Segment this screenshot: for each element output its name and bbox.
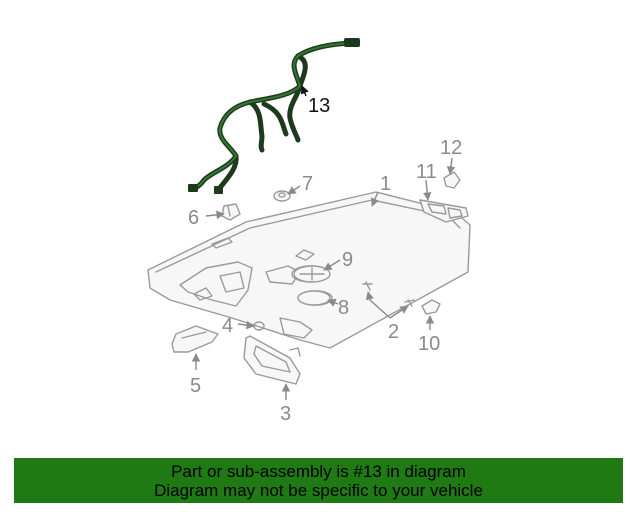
callout-3: 3 [280, 403, 291, 425]
callout-4: 4 [222, 315, 233, 337]
leader-lines [191, 85, 456, 400]
sun-visor-part-3[interactable] [243, 335, 301, 385]
clip-part-2[interactable] [362, 281, 415, 307]
cover-part-10[interactable] [421, 299, 441, 315]
callout-6: 6 [188, 207, 199, 229]
callout-12: 12 [440, 137, 462, 159]
callout-11: 11 [416, 161, 437, 183]
callout-7: 7 [302, 173, 313, 195]
parts-diagram: 1 2 3 4 5 6 7 8 9 10 11 12 13 [147, 38, 471, 425]
callout-9: 9 [342, 249, 353, 271]
dome-lamp-part-9[interactable] [293, 265, 331, 283]
callout-2: 2 [388, 321, 399, 343]
bracket-part-6[interactable] [221, 203, 241, 221]
callout-8: 8 [338, 297, 349, 319]
dome-lamp-lens-part-8[interactable] [297, 290, 331, 306]
banner-line-2: Diagram may not be specific to your vehi… [154, 480, 483, 500]
info-banner: Part or sub-assembly is #13 in diagram D… [14, 458, 623, 503]
callout-5: 5 [190, 375, 201, 397]
callout-1: 1 [380, 173, 391, 195]
sun-visor-part-5[interactable] [171, 325, 219, 353]
callout-13: 13 [308, 95, 330, 117]
console-part-11[interactable] [419, 199, 469, 223]
callout-10: 10 [418, 333, 440, 355]
clip-part-12[interactable] [443, 171, 461, 189]
plug-part-7[interactable] [273, 190, 291, 202]
wiring-harness-part-13[interactable] [188, 38, 360, 194]
banner-line-1: Part or sub-assembly is #13 in diagram [171, 461, 466, 481]
